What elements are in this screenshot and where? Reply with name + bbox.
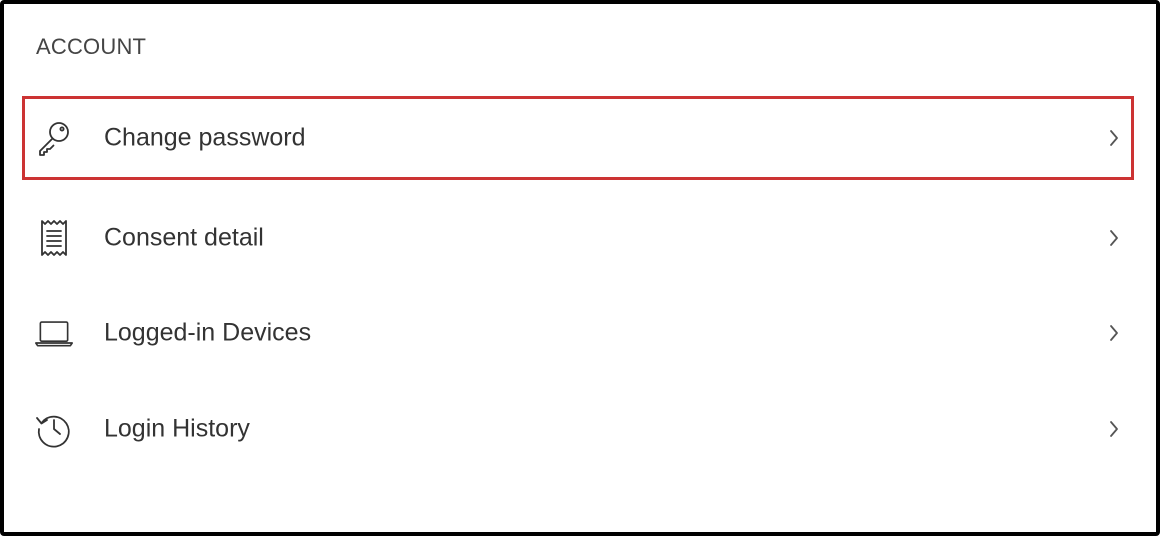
change-password-item[interactable]: Change password (22, 96, 1134, 180)
receipt-icon (34, 218, 74, 258)
laptop-icon (34, 313, 74, 353)
consent-detail-item[interactable]: Consent detail (22, 196, 1134, 280)
change-password-label: Change password (104, 123, 306, 152)
section-title: ACCOUNT (36, 34, 147, 59)
login-history-item[interactable]: Login History (22, 387, 1134, 471)
chevron-right-icon (1106, 417, 1122, 441)
logged-in-devices-item[interactable]: Logged-in Devices (22, 291, 1134, 375)
logged-in-devices-label: Logged-in Devices (104, 318, 312, 347)
login-history-label: Login History (104, 414, 250, 443)
history-icon (34, 409, 74, 449)
consent-detail-label: Consent detail (104, 223, 264, 252)
chevron-right-icon (1106, 126, 1122, 150)
chevron-right-icon (1106, 226, 1122, 250)
key-icon (34, 118, 74, 158)
chevron-right-icon (1106, 321, 1122, 345)
